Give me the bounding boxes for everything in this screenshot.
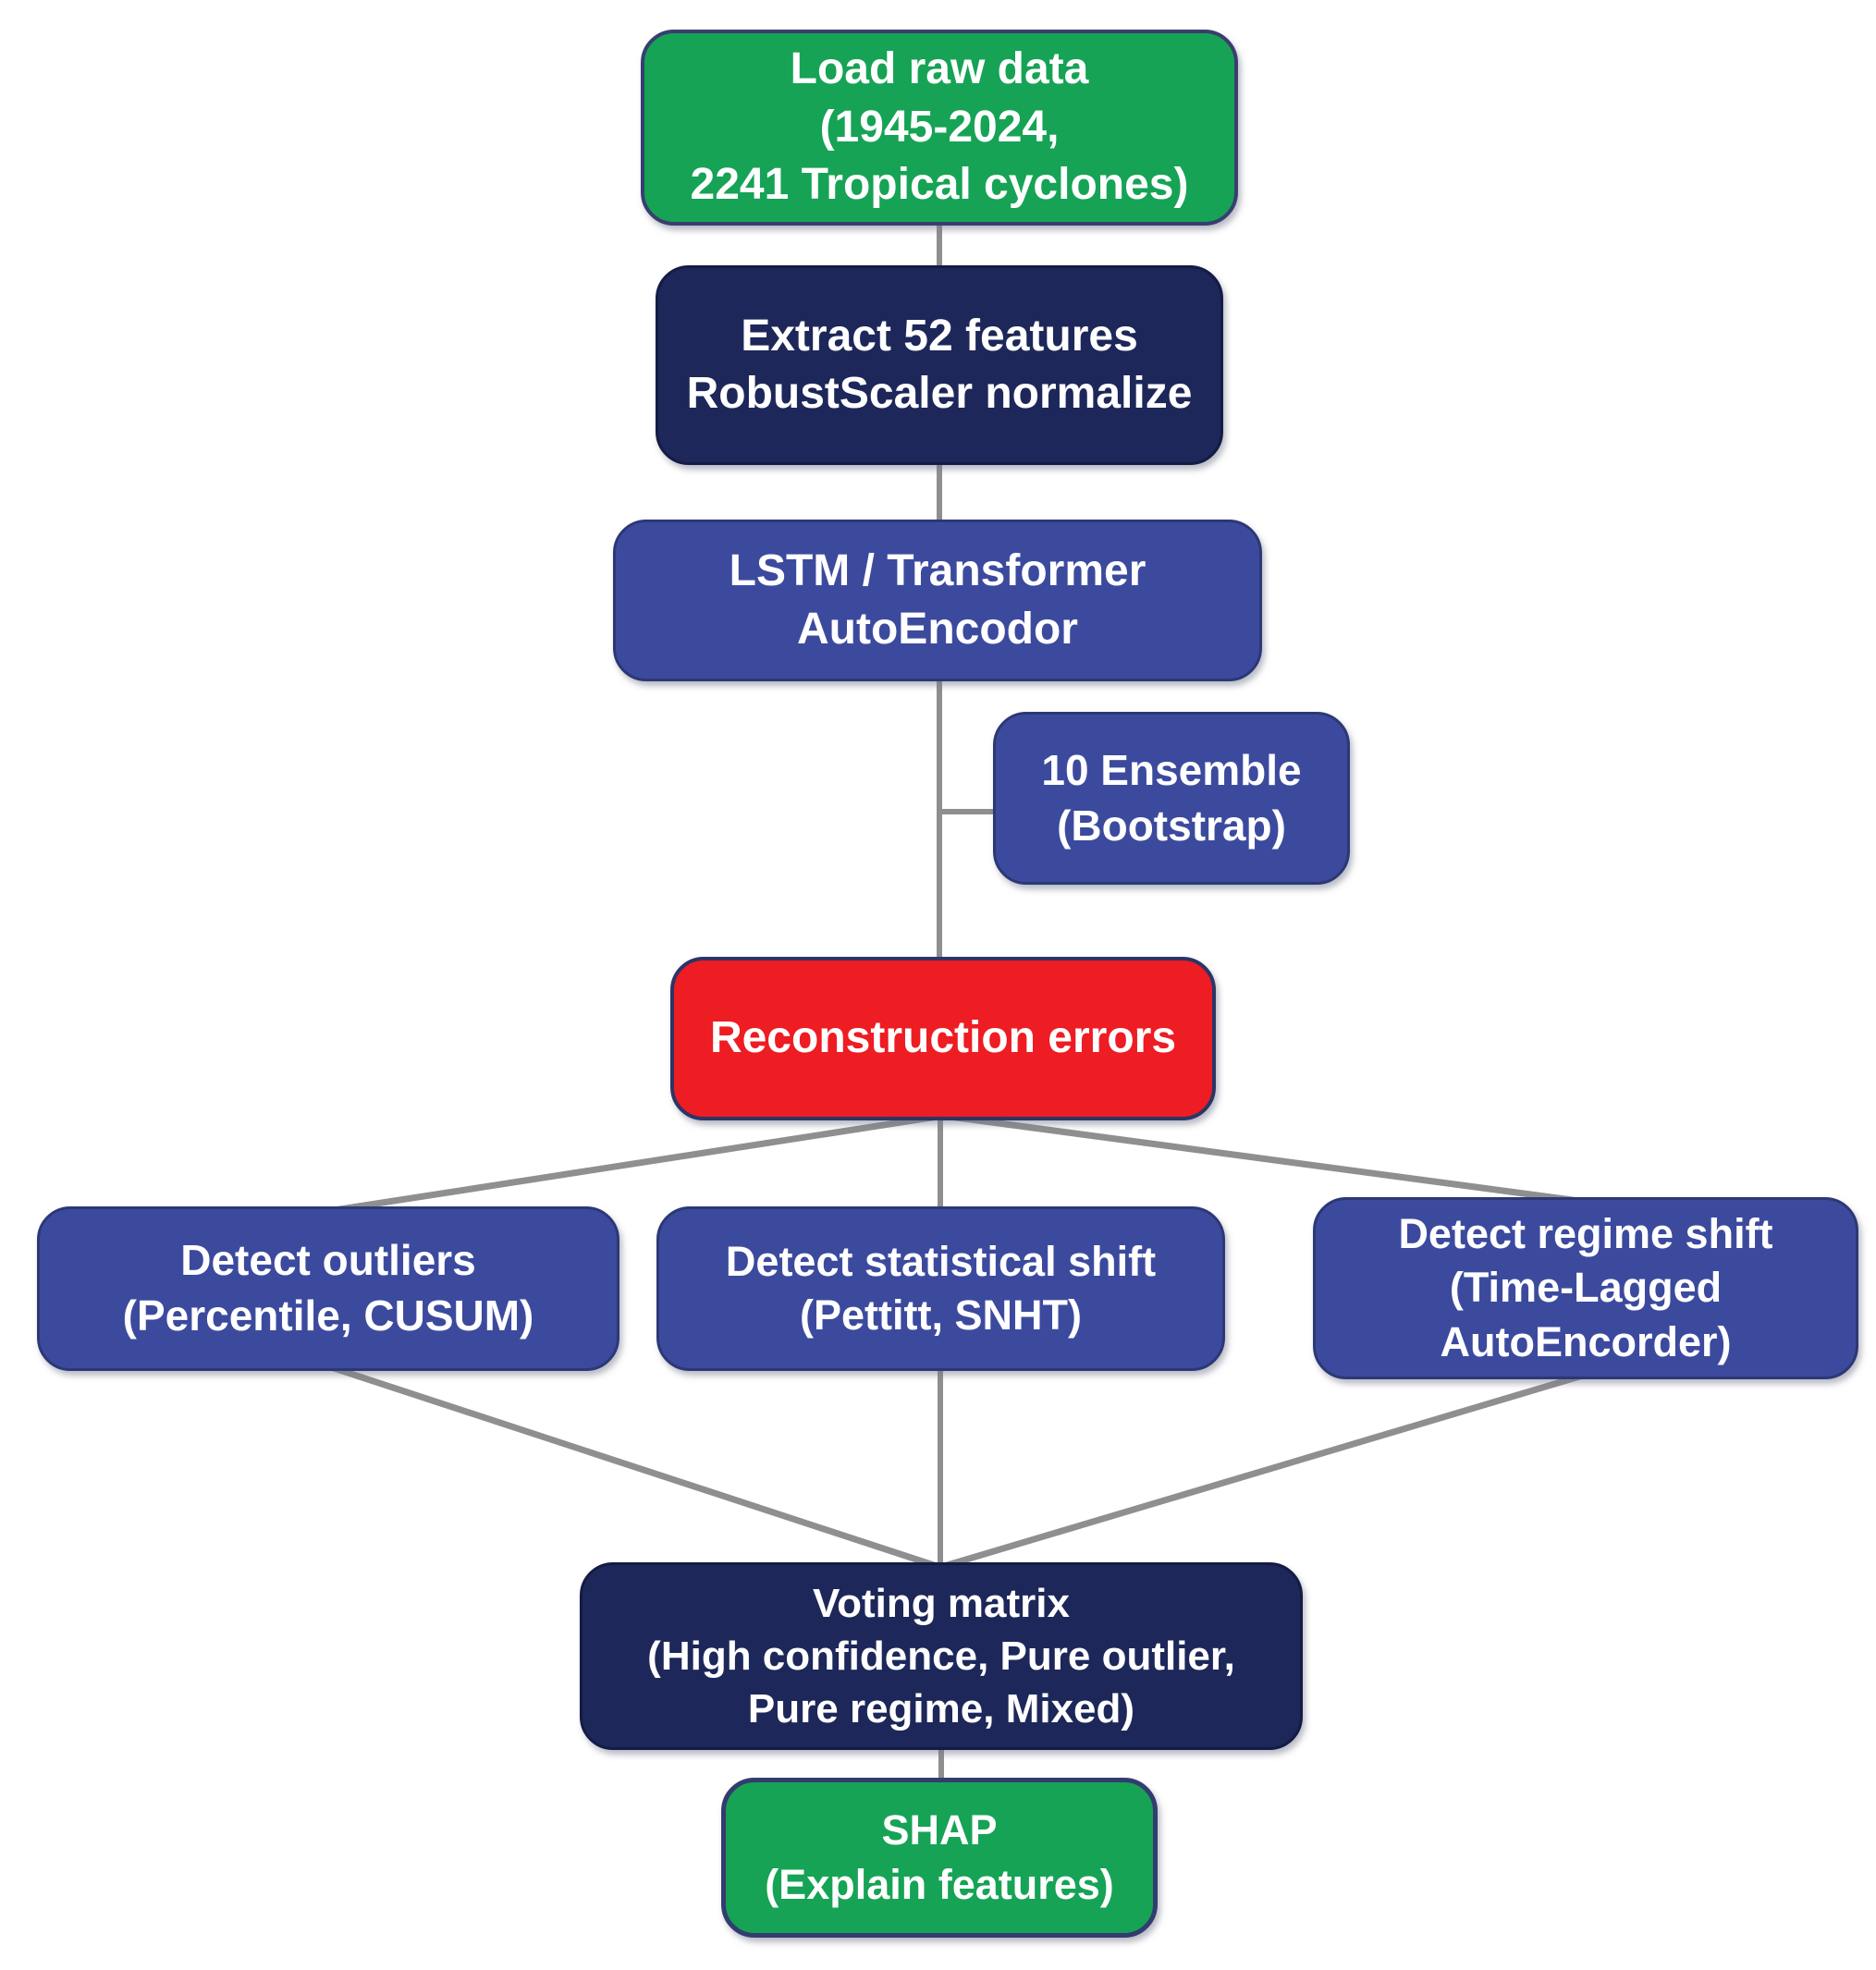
node-reconstruction-errors: Reconstruction errors <box>670 957 1216 1120</box>
connector-recon-regime <box>942 1112 1587 1205</box>
node-line: (1945-2024, <box>819 102 1060 152</box>
node-line: Detect regime shift <box>1398 1209 1773 1257</box>
node-line: AutoEncodor <box>797 604 1078 654</box>
node-line: (High confidence, Pure outlier, <box>647 1633 1235 1679</box>
node-detect-statistical-shift: Detect statistical shift (Pettitt, SNHT) <box>656 1206 1225 1371</box>
node-line: Detect statistical shift <box>725 1237 1157 1285</box>
node-line: Reconstruction errors <box>709 1013 1177 1063</box>
node-line: Extract 52 features <box>741 311 1138 361</box>
node-line: Load raw data <box>790 44 1089 94</box>
node-line: RobustScaler normalize <box>686 369 1193 418</box>
node-shap-explain: SHAP (Explain features) <box>721 1778 1158 1938</box>
node-load-raw-data: Load raw data (1945-2024, 2241 Tropical … <box>641 30 1238 226</box>
node-line: (Percentile, CUSUM) <box>122 1291 534 1340</box>
connector-recon-outliers <box>327 1112 944 1215</box>
node-line: (Time-Lagged <box>1449 1264 1723 1312</box>
node-lstm-transformer-autoencoder: LSTM / Transformer AutoEncodor <box>613 520 1262 681</box>
node-detect-regime-shift: Detect regime shift (Time-Lagged AutoEnc… <box>1313 1197 1858 1379</box>
node-line: 2241 Tropical cyclones) <box>690 160 1189 210</box>
node-extract-features: Extract 52 features RobustScaler normali… <box>656 265 1223 465</box>
node-line: AutoEncorder) <box>1440 1317 1732 1365</box>
node-line: Pure regime, Mixed) <box>747 1686 1135 1732</box>
node-ensemble-bootstrap: 10 Ensemble (Bootstrap) <box>993 712 1350 885</box>
node-detect-outliers: Detect outliers (Percentile, CUSUM) <box>37 1206 619 1371</box>
node-line: (Explain features) <box>765 1860 1114 1908</box>
connector-regime-voting <box>939 1371 1588 1571</box>
connector-outliers-voting <box>326 1363 941 1571</box>
node-line: Detect outliers <box>180 1236 476 1285</box>
node-line: (Pettitt, SNHT) <box>800 1291 1082 1339</box>
node-line: SHAP <box>881 1806 998 1854</box>
node-voting-matrix: Voting matrix (High confidence, Pure out… <box>580 1562 1303 1750</box>
node-line: Voting matrix <box>813 1580 1070 1626</box>
node-line: 10 Ensemble <box>1041 745 1302 794</box>
node-line: LSTM / Transformer <box>729 546 1146 596</box>
node-line: (Bootstrap) <box>1057 801 1286 850</box>
